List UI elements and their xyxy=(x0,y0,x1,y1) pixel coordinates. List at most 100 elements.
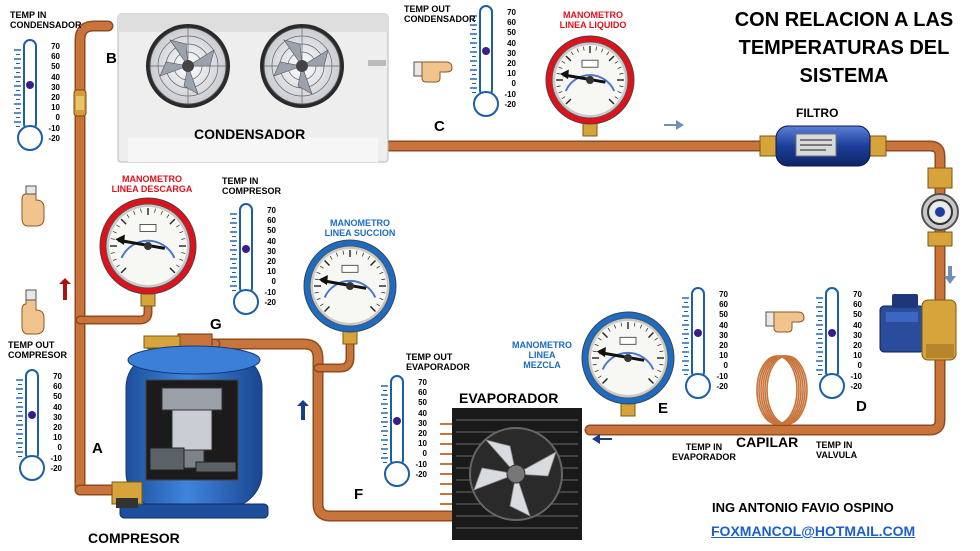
thermometer-icon xyxy=(470,5,499,117)
scale-tick-label: 20 xyxy=(53,423,62,433)
scale-tick-label: 30 xyxy=(853,330,862,340)
scale-tick-label: 10 xyxy=(51,103,60,113)
scale-tick-label: 20 xyxy=(507,59,516,69)
scale-tick-label: -10 xyxy=(850,371,862,381)
pointing-hand-icon xyxy=(765,311,805,333)
scale-tick-label: -10 xyxy=(48,123,60,133)
scale-tick-label: 10 xyxy=(53,433,62,443)
scale-tick-label: -20 xyxy=(504,99,516,109)
scale-tick-label: 50 xyxy=(507,28,516,38)
point-a: A xyxy=(92,440,103,457)
capillary-label: CAPILAR xyxy=(736,434,799,450)
compressor xyxy=(111,333,269,519)
scale-tick-label: 50 xyxy=(719,310,728,320)
condenser-label: CONDENSADOR xyxy=(194,126,306,142)
scale-tick-label: 20 xyxy=(418,429,427,439)
author-name: ING ANTONIO FAVIO OSPINO xyxy=(712,500,894,515)
scale-tick-label: 50 xyxy=(267,226,276,236)
filter-drier xyxy=(759,125,887,167)
scale-tick-label: 0 xyxy=(723,361,728,371)
flow-arrow-icon xyxy=(59,120,956,444)
evaporator-label: EVAPORADOR xyxy=(459,390,559,406)
scale-tick-label: -20 xyxy=(716,381,728,391)
scale-tick-label: 60 xyxy=(507,18,516,28)
scale-tick-label: 30 xyxy=(719,330,728,340)
scale-tick-label: 50 xyxy=(53,392,62,402)
thermometer-icon xyxy=(16,369,45,481)
scale-tick-label: 40 xyxy=(53,402,62,412)
scale-tick-label: 70 xyxy=(507,8,516,17)
scale-tick-label: 60 xyxy=(53,382,62,392)
scale-tick-label: 50 xyxy=(51,62,60,72)
evaporator xyxy=(440,408,582,540)
scale-tick-label: 10 xyxy=(267,267,276,277)
thermometer-icon xyxy=(682,287,711,399)
scale-tick-label: 0 xyxy=(55,113,60,123)
gauge-suction-icon xyxy=(303,239,397,345)
author-email-link[interactable]: FOXMANCOL@HOTMAIL.COM xyxy=(711,523,916,539)
condenser-fan-icon xyxy=(260,24,344,108)
scale-tick-label: 0 xyxy=(422,449,427,459)
title-line: CON RELACION A LAS xyxy=(734,9,954,31)
pointing-hand-icon xyxy=(413,61,453,83)
point-b: B xyxy=(106,50,117,67)
filter-label: FILTRO xyxy=(796,106,839,120)
diagram-title: CON RELACION A LAS TEMPERATURAS DEL SIST… xyxy=(712,6,976,90)
scale-tick-label: -20 xyxy=(48,133,60,143)
point-f: F xyxy=(354,486,364,503)
scale-tick-label: 50 xyxy=(418,398,427,408)
point-d: D xyxy=(856,398,867,415)
thermometer-icon xyxy=(816,287,845,399)
scale-tick-label: 60 xyxy=(267,216,276,226)
point-e: E xyxy=(658,400,669,417)
compressor-label: COMPRESOR xyxy=(88,530,180,546)
scale-tick-label: 30 xyxy=(418,418,427,428)
gauge-mixture-icon xyxy=(581,311,675,417)
gauges xyxy=(99,35,675,417)
scale-tick-label: 60 xyxy=(853,300,862,310)
condenser-fan-icon xyxy=(146,24,230,108)
scale-tick-label: 20 xyxy=(267,257,276,267)
scale-tick-label: -10 xyxy=(415,459,427,469)
scale-tick-label: 60 xyxy=(418,388,427,398)
scale-tick-label: 50 xyxy=(853,310,862,320)
thermometer-icon xyxy=(381,375,410,487)
gauge-liquid-icon xyxy=(545,35,635,137)
scale-tick-label: -10 xyxy=(50,453,62,463)
solenoid-valve-icon xyxy=(879,294,957,361)
scale-tick-label: 10 xyxy=(719,351,728,361)
thermometer-icon xyxy=(230,203,259,315)
title-line: TEMPERATURAS DEL xyxy=(738,37,950,59)
condenser xyxy=(117,13,389,163)
scale-tick-label: 30 xyxy=(53,412,62,422)
scale-tick-label: -20 xyxy=(264,297,276,307)
scale-tick-label: 10 xyxy=(507,69,516,79)
scale-tick-label: 40 xyxy=(853,320,862,330)
scale-tick-label: 40 xyxy=(507,38,516,48)
scale-tick-label: 40 xyxy=(267,236,276,246)
evaporator-fan-icon xyxy=(473,439,557,517)
scale-tick-label: 0 xyxy=(511,79,516,89)
scale-tick-label: 30 xyxy=(51,82,60,92)
scale-tick-label: 0 xyxy=(57,443,62,453)
gauge-discharge-icon xyxy=(99,197,197,307)
scale-tick-label: -10 xyxy=(716,371,728,381)
pointing-hand-icon xyxy=(21,289,45,335)
scale-tick-label: -20 xyxy=(850,381,862,391)
capillary-tube xyxy=(756,355,808,425)
